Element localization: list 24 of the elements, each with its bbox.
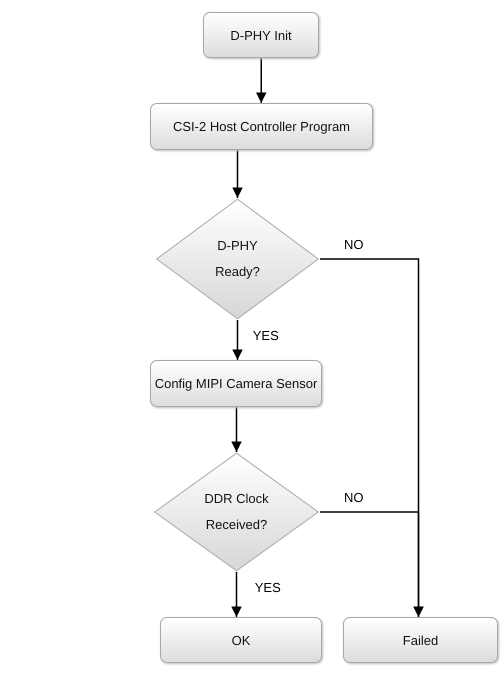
edge-label: YES	[250, 328, 281, 343]
process-box	[203, 12, 319, 58]
arrow	[232, 150, 243, 198]
process-box	[150, 103, 373, 150]
decision-diamond	[155, 198, 320, 320]
arrow	[232, 320, 243, 360]
node-label: Failed	[402, 632, 438, 648]
decision-diamond	[153, 452, 320, 572]
edge-label: NO	[342, 237, 366, 252]
arrow	[231, 572, 242, 617]
edge-label: YES	[252, 580, 283, 595]
node-label: CSI-2 Host Controller Program	[173, 119, 350, 134]
arrow	[320, 511, 424, 617]
node-label: D-PHY Init	[230, 28, 292, 42]
edge-label: NO	[342, 490, 366, 505]
node-label: Config MIPI Camera Sensor	[154, 376, 318, 391]
node-label: D-PHY Ready?	[214, 237, 261, 281]
arrow	[256, 58, 266, 103]
node-label: OK	[232, 632, 250, 648]
process-box	[150, 360, 322, 407]
process-box	[343, 617, 498, 663]
node-label: DDR Clock Received?	[203, 490, 270, 534]
process-box	[160, 617, 322, 663]
arrow	[231, 407, 242, 452]
